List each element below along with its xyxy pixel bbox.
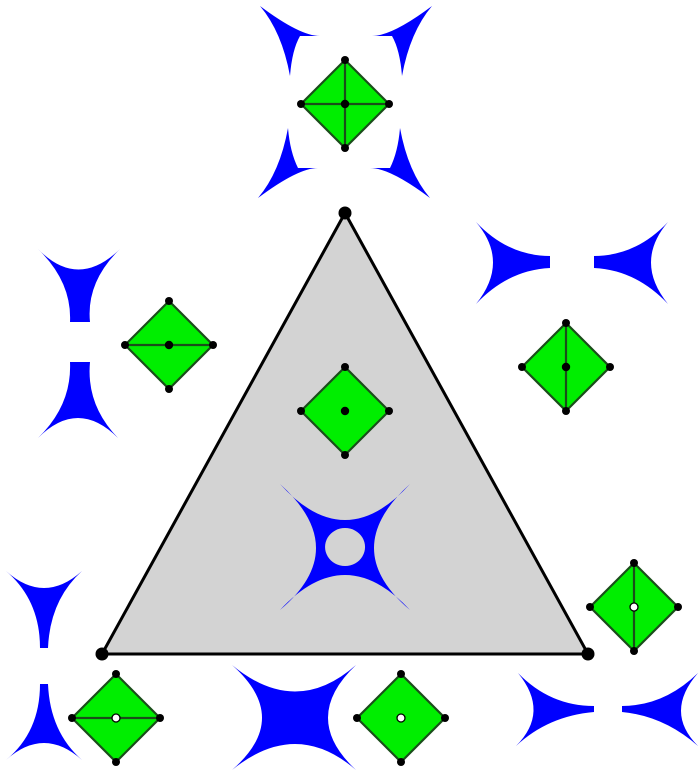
blue-shapes [6,6,698,770]
diamond-vertex-dot [385,407,393,415]
diamond-vertex-dot [297,407,305,415]
diamond-vertex-dot [562,319,570,327]
diamond-vertex-dot [630,647,638,655]
diamond-center-hollow-dot [396,713,406,723]
diamond-vertex-dot [341,144,349,152]
diamond-vertex-dot [397,758,405,766]
diamond-vertex-dot [441,714,449,722]
diamond-lower-right [586,559,682,655]
diamond-vertex-dot [341,56,349,64]
diamond-center-dot [340,99,350,109]
diamond-vertex-dot [156,714,164,722]
inner-astroid-with-hole [280,484,410,610]
top-split-astroid [258,6,432,198]
diamond-vertex-dot [674,603,682,611]
diamond-vertex-dot [630,559,638,567]
diamond-vertex-dot [518,363,526,371]
diamond-bottom-center [353,670,449,766]
diamond-vertex-dot [112,670,120,678]
diamonds [68,56,682,766]
diamond-vertex-dot [112,758,120,766]
diamond-left [121,297,217,393]
vertex-bottom-left [95,647,109,661]
diamond-vertex-dot [165,297,173,305]
diamond-vertex-dot [353,714,361,722]
diamond-vertex-dot [562,407,570,415]
diamond-vertex-dot [586,603,594,611]
diamond-center-dot [561,362,571,372]
diamond-center-dot [164,340,174,350]
diamond-vertex-dot [165,385,173,393]
diamond-vertex-dot [341,451,349,459]
diamond-center-dot [340,406,350,416]
diamond-center-hollow-dot [111,713,121,723]
diamond-inner [297,363,393,459]
vertex-top [338,206,352,220]
bottom-center-astroid [232,665,356,770]
triangle-vertices [95,206,595,661]
diamond-top [297,56,393,152]
vertex-bottom-right [581,647,595,661]
bottom-left-split-astroid [6,571,82,760]
diamond-vertex-dot [385,100,393,108]
diamond-vertex-dot [68,714,76,722]
diamond-bottom-left [68,670,164,766]
diamond-center-hollow-dot [629,602,639,612]
diamond-vertex-dot [297,100,305,108]
diamond-vertex-dot [341,363,349,371]
right-split-astroid [476,222,668,304]
bottom-right-split-astroid [516,673,698,746]
diamond-vertex-dot [397,670,405,678]
diamond-vertex-dot [121,341,129,349]
diamond-vertex-dot [606,363,614,371]
diamond-vertex-dot [209,341,217,349]
left-split-astroid [38,249,120,438]
diamond-right [518,319,614,415]
